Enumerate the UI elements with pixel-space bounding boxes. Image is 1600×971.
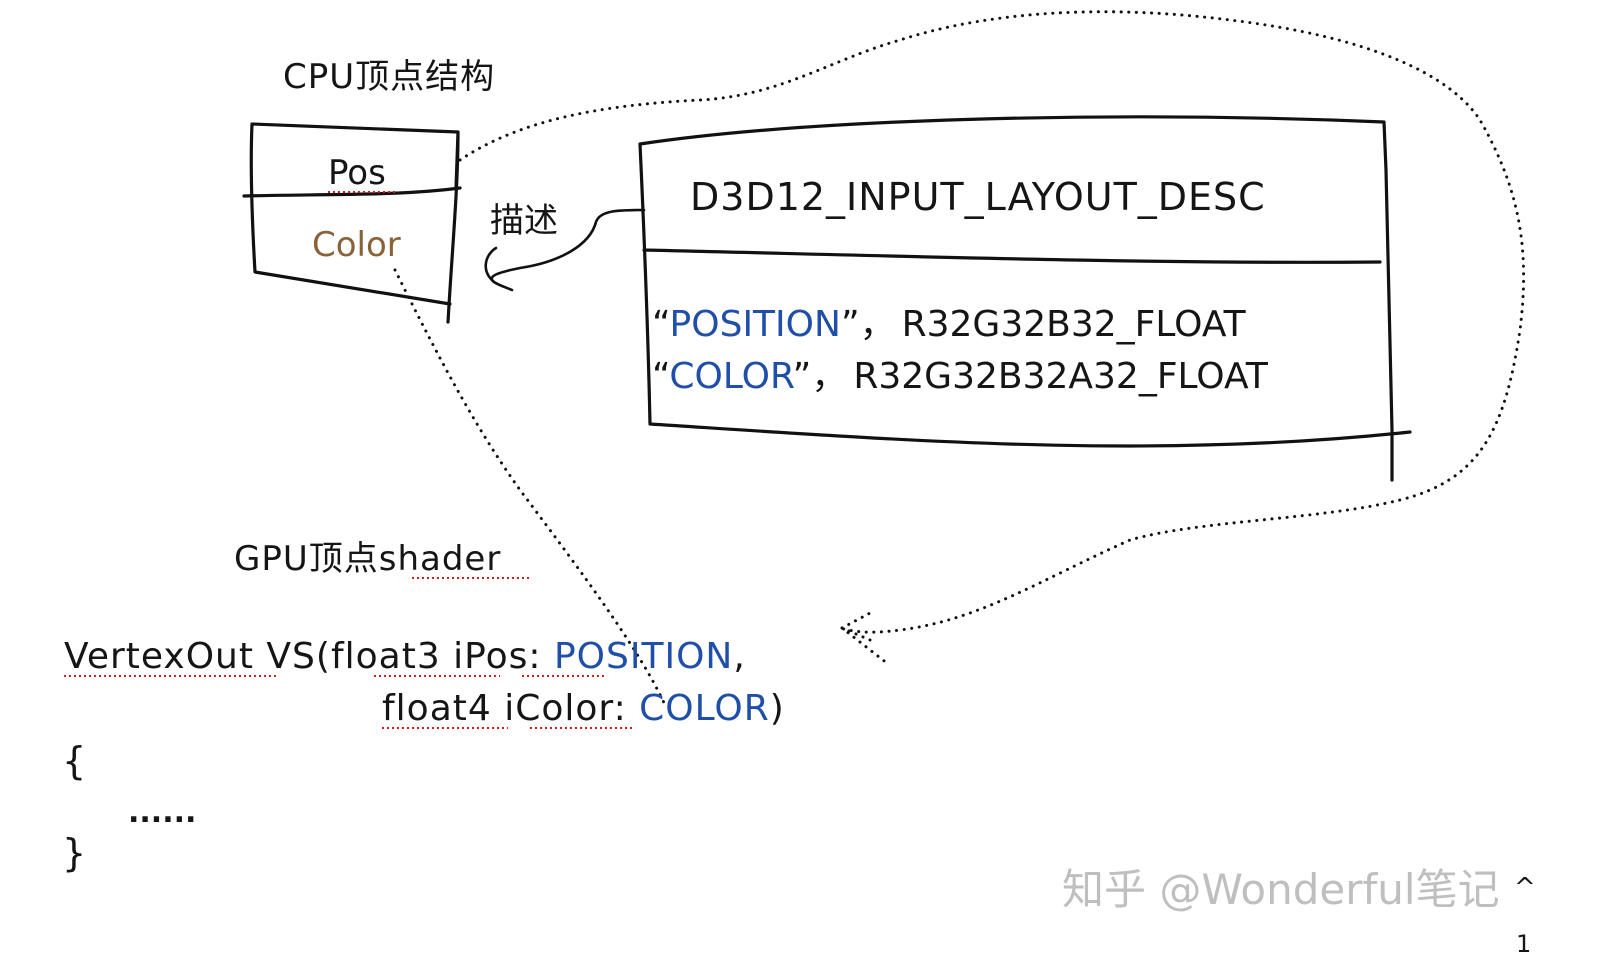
corner-page-number: 1 bbox=[1516, 930, 1531, 958]
gpu-shader-title: GPU顶点shader bbox=[234, 539, 501, 579]
dotted-loop-position bbox=[458, 10, 1526, 634]
close-quote-1: ” bbox=[841, 304, 860, 345]
shader-line-2-suffix: ) bbox=[770, 688, 785, 729]
shader-body-ellipsis: ...... bbox=[128, 795, 196, 830]
shader-line-2-prefix: float4 iColor: bbox=[382, 688, 639, 729]
shader-close-brace: } bbox=[62, 831, 86, 875]
corner-caret: ^ bbox=[1514, 873, 1536, 903]
semantic-color: COLOR bbox=[669, 356, 794, 397]
describe-connector-hook bbox=[484, 246, 498, 284]
shader-semantic-position: POSITION bbox=[554, 636, 733, 677]
shader-semantic-color: COLOR bbox=[639, 688, 770, 729]
semantic-position: POSITION bbox=[670, 304, 841, 345]
shader-line-1-prefix: VertexOut VS(float3 iPos: bbox=[64, 636, 554, 677]
cpu-field-color: Color bbox=[312, 225, 401, 265]
format-color: R32G32B32A32_FLOAT bbox=[853, 356, 1268, 397]
describe-connector bbox=[490, 208, 646, 292]
shader-line-2: float4 iColor: COLOR) bbox=[382, 688, 785, 729]
open-quote-1: “ bbox=[652, 304, 670, 345]
format-position: R32G32B32_FLOAT bbox=[902, 304, 1247, 345]
shader-line-1-suffix: , bbox=[733, 636, 745, 677]
watermark: 知乎 @Wonderful笔记 bbox=[1062, 865, 1500, 914]
layout-entry-position: “POSITION”，R32G32B32_FLOAT bbox=[652, 304, 1247, 345]
cpu-struct-title: CPU顶点结构 bbox=[283, 57, 495, 97]
shader-line-1: VertexOut VS(float3 iPos: POSITION, bbox=[64, 636, 746, 677]
shader-open-brace: { bbox=[62, 739, 86, 783]
separator-2: ， bbox=[811, 356, 847, 397]
open-quote-2: “ bbox=[652, 356, 669, 397]
cpu-struct-box bbox=[242, 122, 462, 324]
arrow-head-position bbox=[840, 610, 890, 666]
layout-entry-color: “COLOR”，R32G32B32A32_FLOAT bbox=[652, 356, 1269, 397]
cpu-field-pos: Pos bbox=[328, 153, 386, 193]
dotted-line-color bbox=[393, 268, 667, 707]
describe-label: 描述 bbox=[490, 201, 558, 241]
separator-1: ， bbox=[860, 304, 896, 345]
layout-desc-title: D3D12_INPUT_LAYOUT_DESC bbox=[690, 175, 1266, 219]
layout-desc-box bbox=[638, 115, 1412, 482]
close-quote-2: ” bbox=[793, 356, 812, 397]
